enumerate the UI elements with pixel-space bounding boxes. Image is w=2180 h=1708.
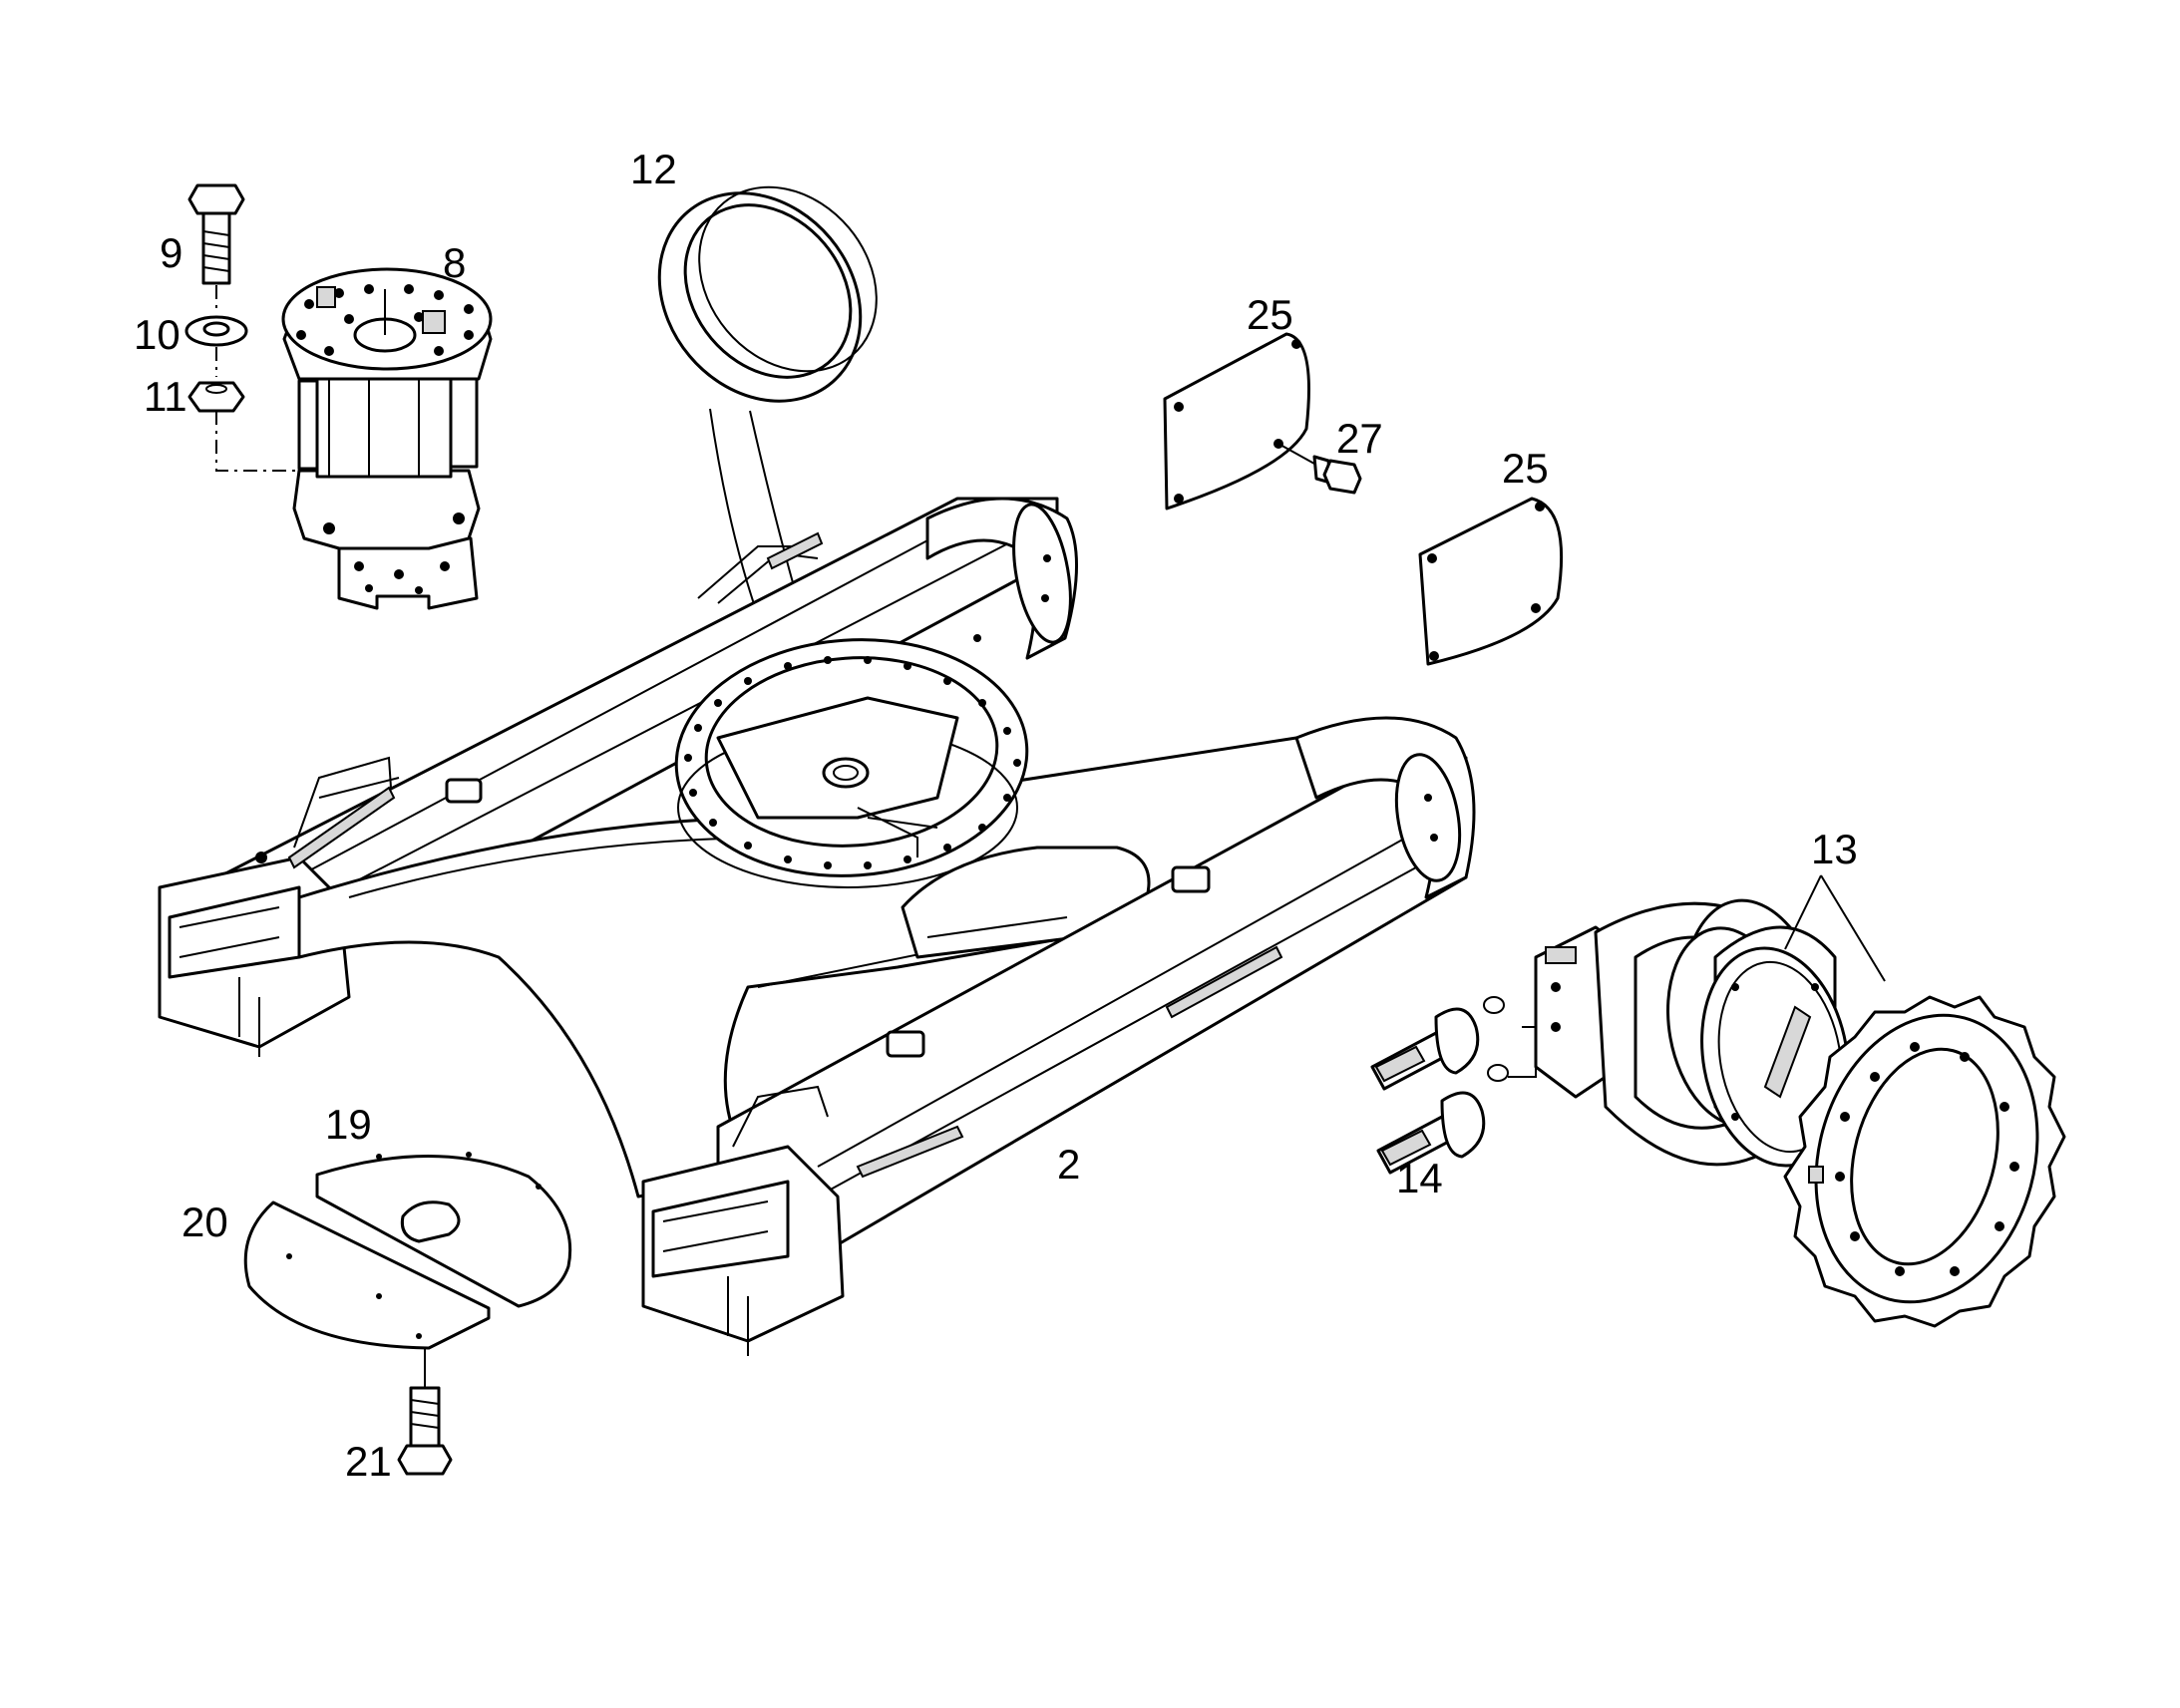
sprocket-13 bbox=[1783, 995, 2066, 1328]
bolt-9 bbox=[187, 183, 245, 285]
washer-10 bbox=[184, 315, 248, 347]
cover-plate-19 bbox=[315, 1152, 572, 1308]
callout-19: 19 bbox=[325, 1101, 372, 1148]
cover-plate-25-lower bbox=[1418, 497, 1564, 666]
cover-plate-20 bbox=[243, 1200, 491, 1350]
swivel-joint-8 bbox=[281, 267, 493, 610]
callout-21: 21 bbox=[345, 1438, 392, 1485]
cover-plate-25-upper bbox=[1163, 332, 1310, 511]
travel-motor bbox=[1534, 898, 1850, 1168]
callout-14: 14 bbox=[1396, 1155, 1443, 1201]
callout-2: 2 bbox=[1057, 1141, 1080, 1188]
undercarriage-frame-2 bbox=[158, 497, 1476, 1356]
fittings-14 bbox=[1370, 996, 1537, 1175]
callout-25-lower: 25 bbox=[1502, 445, 1549, 492]
callout-13: 13 bbox=[1811, 826, 1858, 872]
callout-10: 10 bbox=[134, 311, 181, 358]
callout-9: 9 bbox=[160, 229, 182, 276]
callout-11: 11 bbox=[144, 373, 187, 420]
bolt-27 bbox=[1277, 443, 1362, 495]
bearing-ring-holes bbox=[684, 656, 1021, 869]
callout-8: 8 bbox=[443, 239, 466, 286]
callout-20: 20 bbox=[182, 1198, 228, 1245]
callout-25-upper: 25 bbox=[1247, 291, 1293, 338]
callout-27: 27 bbox=[1336, 415, 1383, 462]
nut-11 bbox=[187, 381, 245, 413]
bolt-21 bbox=[397, 1386, 453, 1476]
callout-12: 12 bbox=[630, 146, 677, 192]
